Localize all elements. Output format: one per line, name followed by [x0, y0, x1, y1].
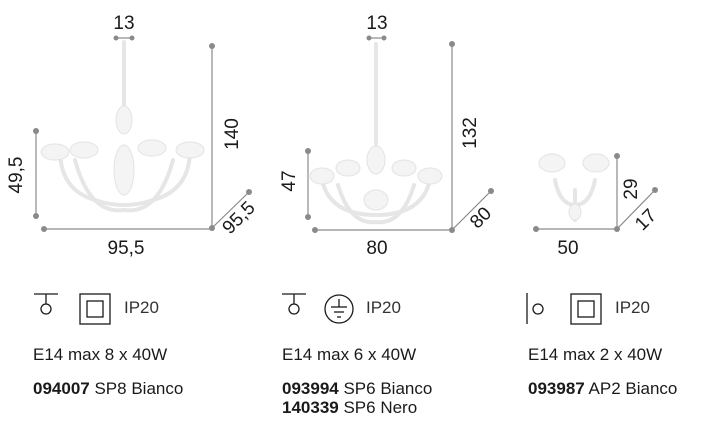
variant-row: 093994 SP6 Bianco — [282, 379, 432, 399]
dim-lamp-height-sp8: 49,5 — [6, 157, 27, 194]
dim-top-sp6: 13 — [366, 13, 387, 34]
product-code: 140339 — [282, 398, 339, 417]
bulb-spec-sp6: E14 max 6 x 40W — [282, 345, 417, 364]
dimension-lines-sp6 — [305, 35, 494, 233]
dimension-lines-ap2 — [533, 153, 658, 232]
product-name: AP2 Bianco — [588, 379, 678, 398]
bulb-spec-sp8: E14 max 8 x 40W — [33, 345, 168, 364]
dim-width-ap2: 50 — [557, 238, 578, 259]
product-code: 093987 — [528, 379, 585, 398]
product-code: 094007 — [33, 379, 90, 398]
earth-ground-icon — [324, 294, 354, 324]
dim-depth-sp6: 80 — [466, 203, 496, 233]
chandelier-sp6-illustration — [309, 42, 443, 225]
ip-rating-ap2: IP20 — [615, 298, 650, 317]
bulb-spec-ap2: E14 max 2 x 40W — [528, 345, 663, 364]
dim-height-sp6: 132 — [460, 117, 481, 149]
dimension-lines-sp8 — [33, 35, 252, 232]
product-name: SP6 Nero — [343, 398, 418, 417]
variant-row: 094007 SP8 Bianco — [33, 379, 183, 399]
ip-rating-sp6: IP20 — [366, 298, 401, 317]
product-name: SP6 Bianco — [343, 379, 433, 398]
dim-lamp-height-sp6: 47 — [279, 170, 300, 191]
pendant-mount-icon — [34, 293, 58, 315]
product-name: SP8 Bianco — [94, 379, 184, 398]
ip-rating-sp8: IP20 — [124, 298, 159, 317]
wall-mount-icon — [526, 293, 544, 324]
dim-height-sp8: 140 — [222, 118, 243, 150]
dim-width-sp6: 80 — [366, 238, 387, 259]
double-insulation-icon — [79, 293, 111, 325]
wall-lamp-ap2-illustration — [538, 153, 610, 222]
dim-width-sp8: 95,5 — [108, 238, 145, 259]
dim-depth-sp8: 95,5 — [219, 198, 260, 239]
variant-row: 140339 SP6 Nero — [282, 398, 417, 418]
dim-height-ap2: 29 — [621, 178, 642, 199]
chandelier-sp8-illustration — [40, 40, 205, 213]
variant-row: 093987 AP2 Bianco — [528, 379, 677, 399]
double-insulation-icon — [570, 293, 602, 325]
pendant-mount-icon — [282, 293, 306, 315]
dim-top-sp8: 13 — [113, 13, 134, 34]
product-code: 093994 — [282, 379, 339, 398]
